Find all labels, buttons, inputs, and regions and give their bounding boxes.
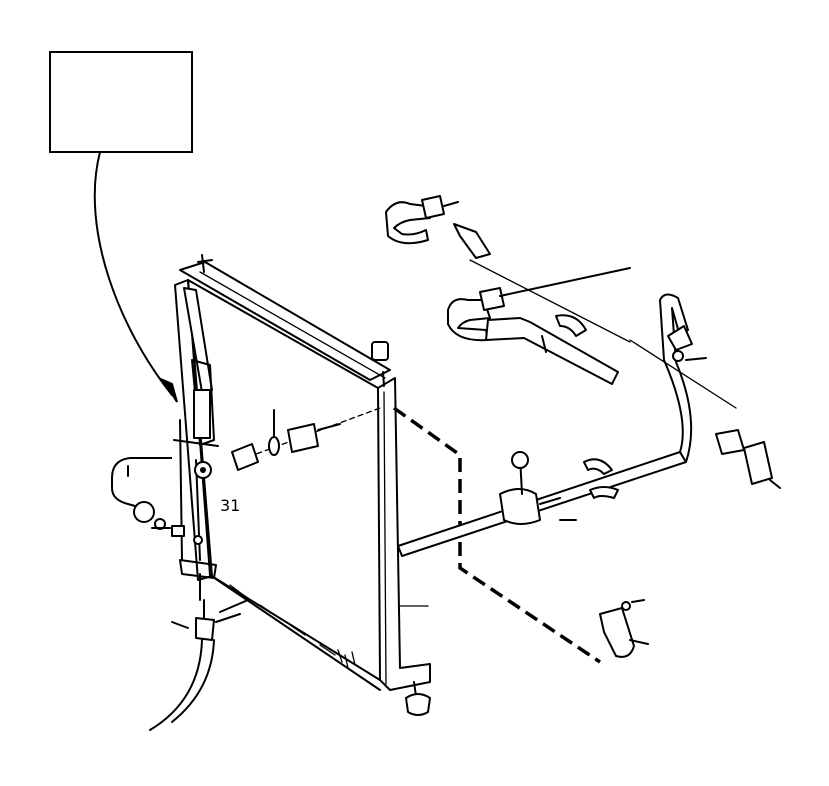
condenser-core [174, 254, 431, 716]
right-pipework [397, 293, 781, 658]
callout-31-label: 31 [220, 496, 240, 515]
callout-31: 31 [220, 496, 240, 515]
exploded-fittings [231, 407, 381, 471]
top-hoses [385, 195, 737, 409]
dashed-outline [392, 406, 601, 664]
left-pipework [111, 287, 249, 731]
reference-box [49, 51, 193, 153]
pointer-arrow [93, 151, 178, 403]
